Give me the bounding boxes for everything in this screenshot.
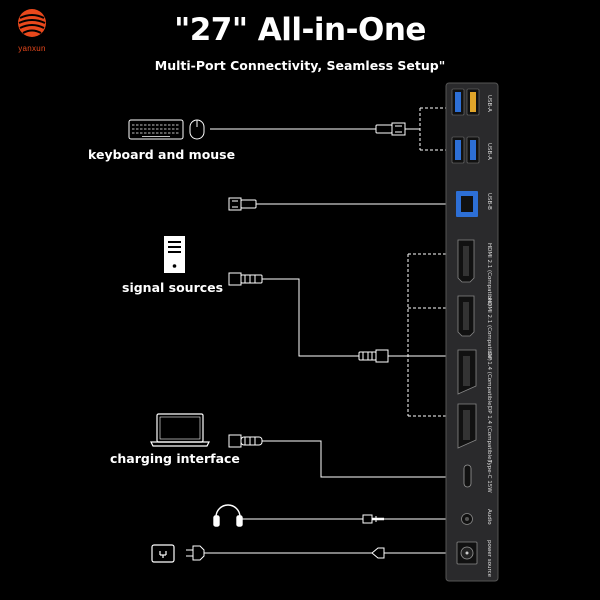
signal-sources-label: signal sources xyxy=(122,280,224,295)
port-label-audio: Audio xyxy=(486,509,492,525)
charging-interface-label: charging interface xyxy=(110,451,240,466)
dc-plug-icon xyxy=(371,547,385,559)
keyboard-mouse-label: keyboard and mouse xyxy=(88,147,236,162)
type-c-plug-icon xyxy=(228,434,263,448)
port-label-usb-a-2: USB-A xyxy=(486,143,492,160)
port-usb-a-1[interactable] xyxy=(451,88,480,116)
laptop-icon xyxy=(150,413,210,447)
brand-logo: yanxun xyxy=(14,8,50,53)
usb-b-plug-icon xyxy=(228,197,257,211)
keyboard-icon xyxy=(128,119,184,140)
charging-cable xyxy=(262,440,446,478)
audio-jack-icon xyxy=(362,514,384,524)
power-plug-icon xyxy=(186,545,205,561)
mouse-icon xyxy=(189,119,205,140)
page-subtitle: Multi-Port Connectivity, Seamless Setup" xyxy=(154,58,446,73)
port-dp-2[interactable] xyxy=(457,403,477,449)
headphones-icon xyxy=(213,504,243,527)
port-usb-b[interactable] xyxy=(456,191,478,217)
port-label-dp-2: DP 1.4 (Compatible) xyxy=(486,406,492,462)
port-label-dp-1: DP 1.4 (Compatible) xyxy=(486,352,492,408)
hdmi-plug-icon xyxy=(228,272,263,286)
port-audio[interactable] xyxy=(461,513,473,525)
page-title: "27" All-in-One xyxy=(174,12,426,48)
port-hdmi-2[interactable] xyxy=(457,295,475,337)
port-label-power: power source xyxy=(486,540,492,578)
port-hdmi-1[interactable] xyxy=(457,239,475,283)
usb-a-plug-icon xyxy=(375,122,406,136)
port-label-usb-a-1: USB-A xyxy=(486,95,492,112)
port-type-c[interactable] xyxy=(463,464,472,488)
signal-cable xyxy=(262,278,359,357)
desktop-tower-icon xyxy=(164,236,185,273)
video-plug-icon xyxy=(358,349,389,363)
port-label-hdmi-1: HDMI 2.1 (Compatible) xyxy=(486,243,492,306)
port-dp-1[interactable] xyxy=(457,349,477,395)
brand-logo-icon xyxy=(18,9,46,37)
power-outlet-icon xyxy=(151,544,175,563)
port-usb-a-2[interactable] xyxy=(451,136,480,164)
port-label-usb-b: USB-B xyxy=(486,193,492,210)
port-label-type-c: Type-C 15W xyxy=(486,460,492,493)
port-power[interactable] xyxy=(456,541,478,565)
brand-name: yanxun xyxy=(18,44,46,53)
